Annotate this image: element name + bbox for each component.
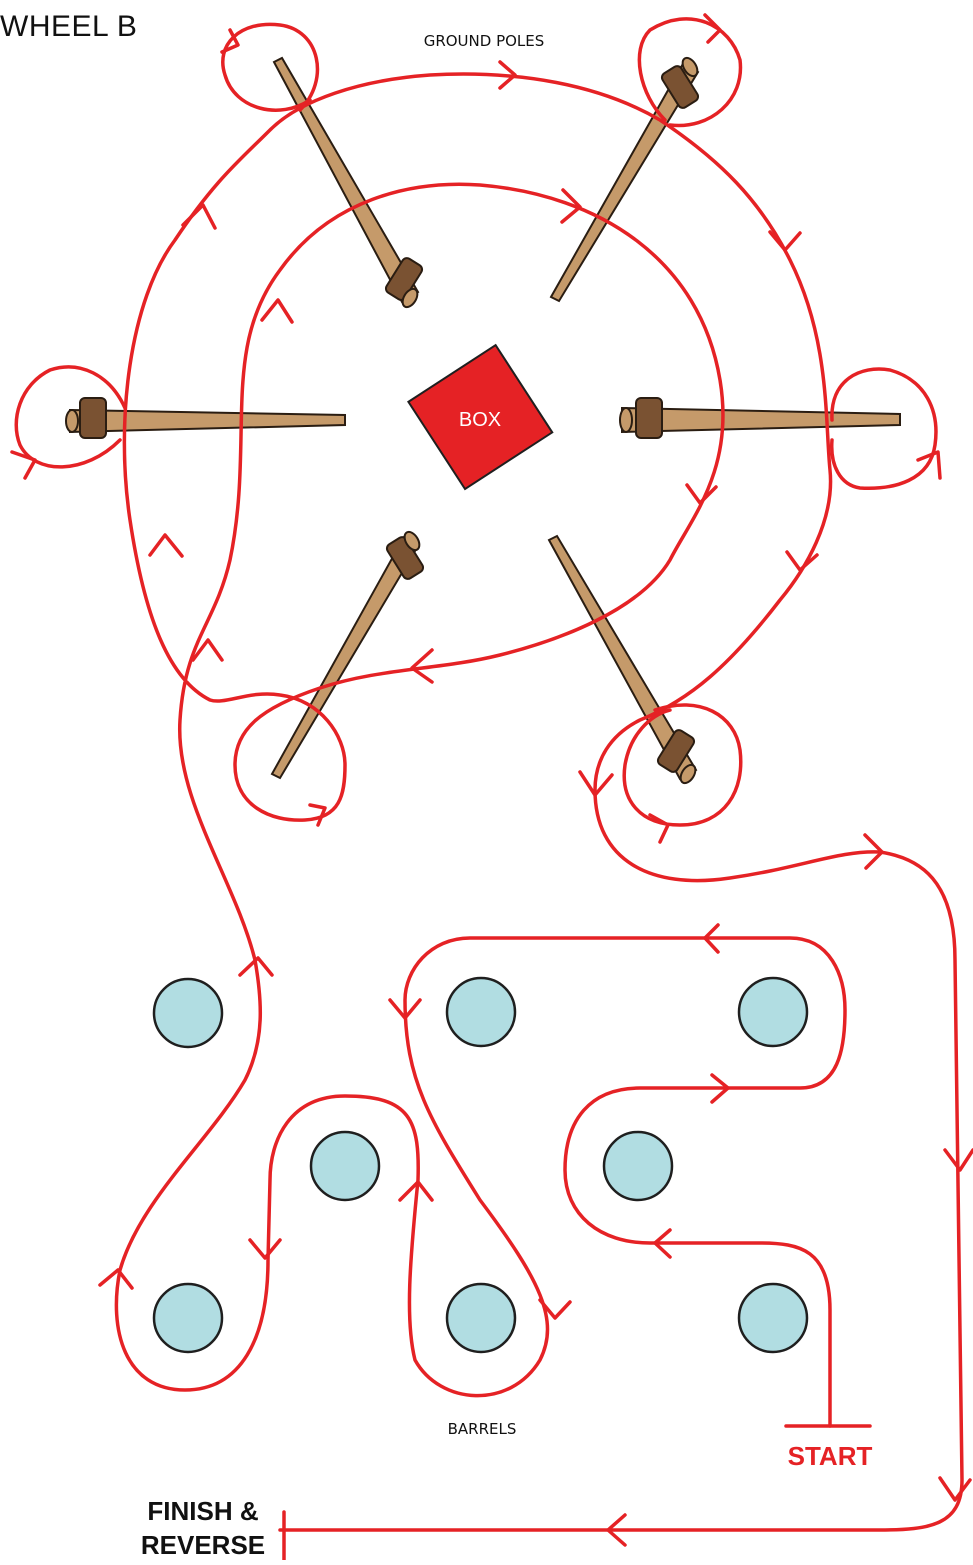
arrow-down-icon [250, 1240, 280, 1258]
arrow-down-icon [770, 232, 800, 250]
arrow-down-icon [687, 485, 716, 503]
barrel [154, 979, 222, 1047]
barrel [604, 1132, 672, 1200]
start-label: START [788, 1441, 873, 1471]
barrel [447, 978, 515, 1046]
barrels [154, 978, 807, 1352]
ground-poles-label: GROUND POLES [424, 32, 545, 50]
ground-pole-bottom-left [272, 529, 425, 778]
ground-pole-bottom-right [549, 536, 698, 786]
arrow-right-icon [705, 15, 720, 42]
barrel [739, 1284, 807, 1352]
box-label: BOX [459, 409, 501, 431]
barrels-label: BARRELS [448, 1420, 517, 1438]
barrel [311, 1132, 379, 1200]
finish-label-line1: FINISH & [147, 1496, 258, 1526]
arrow-down-icon [12, 452, 35, 478]
barrel [154, 1284, 222, 1352]
arrow-up-icon [183, 205, 215, 228]
barrel [447, 1284, 515, 1352]
arrow-right-icon [310, 805, 325, 825]
ground-pole-left [66, 398, 345, 438]
ground-pole-right [620, 398, 900, 438]
course-route [116, 74, 962, 1530]
ground-pole-top-right [551, 55, 700, 301]
diagram-title: WHEEL B [0, 10, 137, 44]
arrow-down-icon [940, 1478, 970, 1500]
ground-pole-top-left [274, 58, 424, 310]
finish-label-line2: REVERSE [141, 1530, 265, 1560]
center-box: BOX [408, 345, 552, 489]
arrow-down-icon [787, 552, 817, 570]
barrel [739, 978, 807, 1046]
loop-right [832, 369, 936, 488]
arrow-up-icon [150, 535, 182, 556]
arrow-up-icon [262, 300, 292, 322]
